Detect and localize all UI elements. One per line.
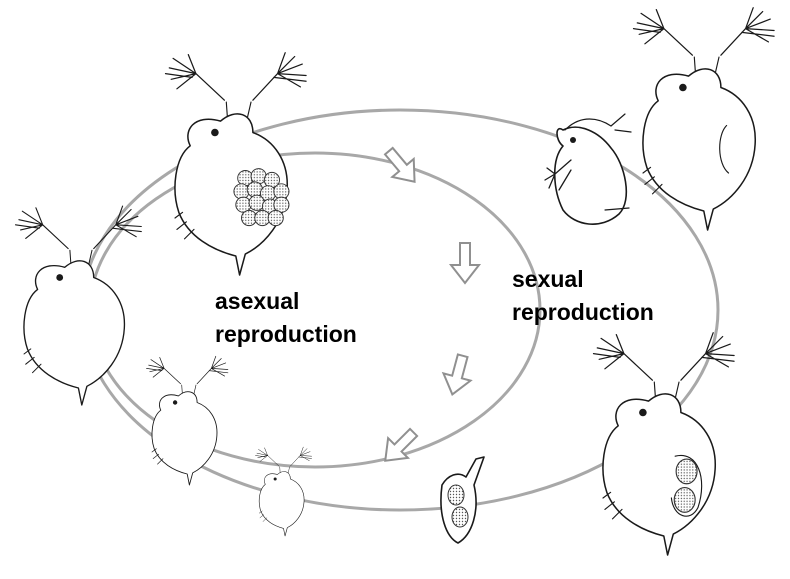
male-daphnia-icon	[545, 114, 631, 224]
daphnia-icon	[594, 333, 735, 555]
asexual-label: asexual	[215, 288, 299, 314]
resting-egg	[674, 488, 695, 513]
arrow-1	[378, 142, 425, 191]
daphnia-icon	[15, 206, 141, 405]
daphnia-icon	[147, 356, 228, 485]
arrow-2	[451, 243, 479, 283]
resting-egg	[676, 459, 697, 484]
arrow-3	[439, 352, 476, 398]
daphnia-icon	[255, 447, 311, 536]
ephippium-icon	[441, 457, 484, 543]
daphnia-icon	[634, 8, 775, 230]
daphnia-icon	[166, 53, 307, 275]
sexual-label: sexual	[512, 266, 584, 292]
sexual-label-line2: reproduction	[512, 299, 654, 325]
arrow-4	[375, 423, 423, 471]
asexual-label-line2: reproduction	[215, 321, 357, 347]
